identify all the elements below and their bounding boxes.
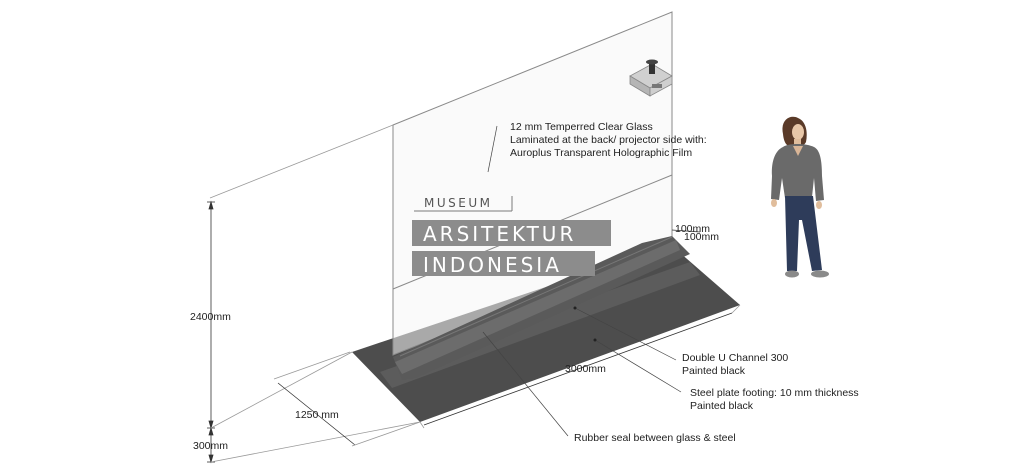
channel-callout-line-1: Double U Channel 300 bbox=[682, 352, 788, 364]
logo-indonesia-text: INDONESIA bbox=[423, 253, 562, 277]
museum-logo: MUSEUM ARSITEKTUR INDONESIA bbox=[412, 196, 611, 277]
projector-icon bbox=[629, 59, 673, 97]
dim-3000: 3000mm bbox=[565, 363, 606, 375]
dim-2400: 2400mm bbox=[190, 311, 231, 323]
logo-box-arsitektur bbox=[412, 220, 611, 246]
glass-callout-line-1: 12 mm Temperred Clear Glass bbox=[510, 121, 653, 133]
glass-callout-line-2: Laminated at the back/ projector side wi… bbox=[510, 134, 707, 146]
channel-dimension bbox=[671, 229, 701, 233]
logo-arsitektur-text: ARSITEKTUR bbox=[423, 222, 576, 246]
dim-300: 300mm bbox=[193, 440, 228, 452]
channel-callout-line-2: Painted black bbox=[682, 365, 746, 377]
person-figure bbox=[771, 116, 829, 278]
dim-100-a: 100mm bbox=[675, 223, 710, 235]
logo-box-indonesia bbox=[412, 251, 595, 276]
plate-callout-line-1: Steel plate footing: 10 mm thickness bbox=[690, 387, 859, 399]
u-channel-face bbox=[395, 240, 680, 374]
plate-callout-line-2: Painted black bbox=[690, 400, 754, 412]
u-channel-top-edge bbox=[399, 236, 673, 357]
dim-100-b: 100mm bbox=[684, 231, 719, 243]
leader-lines bbox=[482, 125, 682, 437]
length-dimension bbox=[419, 304, 741, 429]
logo-museum-text: MUSEUM bbox=[424, 196, 492, 210]
glass-callout-line-3: Auroplus Transparent Holographic Film bbox=[510, 147, 692, 159]
glass-top-edge-extension bbox=[209, 124, 394, 199]
height-dimension bbox=[207, 200, 421, 464]
seal-callout: Rubber seal between glass & steel bbox=[574, 432, 736, 444]
dim-1250: 1250 mm bbox=[295, 409, 339, 421]
depth-dimension bbox=[273, 351, 421, 447]
